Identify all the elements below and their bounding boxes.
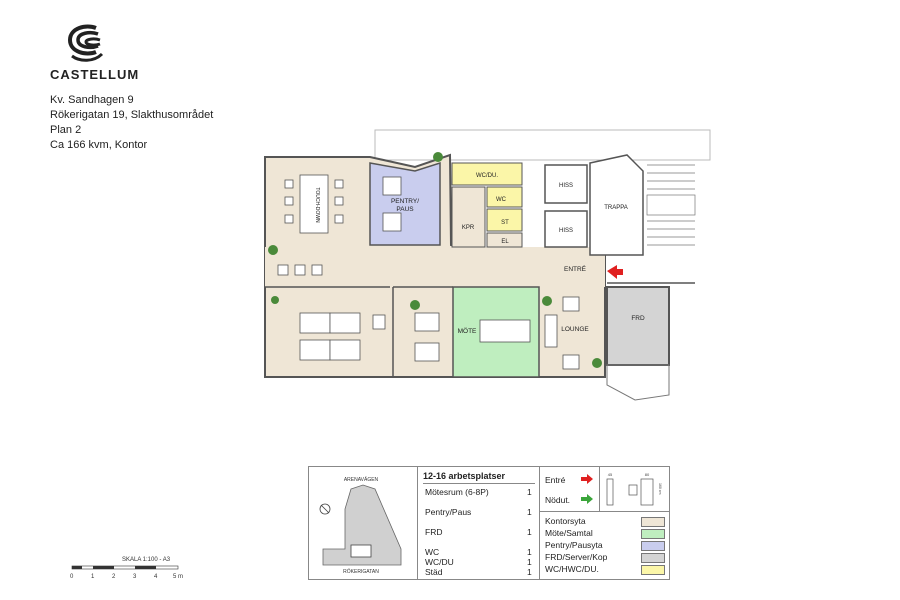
label-touchdown: TOUCH-DOWN [314,187,320,223]
frd-bay [606,364,670,401]
swatch-wc [641,565,665,575]
label-hiss-1: HISS [559,183,573,189]
count-label-5: WC/DU [425,557,454,567]
label-el: EL [501,239,509,245]
legend-panel: ARENAVÄGEN RÖKERIGATAN 12-16 arbetsplats… [308,466,670,580]
scale-tick-2: 2 [112,574,116,580]
scale-tick-3: 3 [133,574,137,580]
entry-arrow-icon [581,474,593,484]
area-label-wc: WC/HWC/DU. [545,564,599,574]
legend-divider [417,467,418,579]
meeting-table [479,319,531,343]
brand-name: CASTELLUM [50,67,140,82]
exit-arrow-icon [581,494,593,504]
count-value-3: 1 [527,527,532,537]
count-label-6: Städ [425,567,443,577]
room-wc [486,186,523,208]
floor-plan: PENTRY/ PAUS WC/DU. WC ST EL KPR HISS HI… [264,129,711,401]
room-st [486,208,523,232]
label-st: ST [501,220,509,226]
entry-arrow-icon [607,265,623,279]
count-label-4: WC [425,547,440,557]
scale-bar [71,565,179,570]
room-frd [606,286,670,366]
keyplan-building [322,484,402,566]
label-entre: ENTRÉ [564,264,587,273]
count-label-1: Mötesrum (6-8P) [425,487,489,497]
scale-tick-1: 1 [91,574,95,580]
room-el [486,232,523,248]
castellum-logo-icon [67,24,104,62]
label-wc-du: WC/DU. [476,173,498,179]
scale-title: SKALA 1:100 - A3 [122,557,171,563]
label-hiss-2: HISS [559,228,573,234]
scale-tick-5: 5 m [173,574,184,580]
building-outline [374,129,711,161]
key-plan: ARENAVÄGEN RÖKERIGATAN [319,476,402,575]
scale-tick-4: 4 [154,574,158,580]
scale-tick-0: 0 [70,574,74,580]
exit-label: Nödut. [545,495,571,505]
office-desks [299,312,440,362]
lounge-furniture [544,296,580,370]
label-wc: WC [496,197,507,203]
label-pentry-2: PAUS [396,206,414,213]
address-block: Kv. Sandhagen 9 Rökerigatan 19, Slakthus… [50,93,213,153]
count-label-2: Pentry/Paus [425,507,472,517]
count-value-2: 1 [527,507,532,517]
area-label-frd: FRD/Server/Kop [545,552,608,562]
label-lounge: LOUNGE [561,326,589,333]
swatch-mote [641,529,665,539]
area-label-mote: Möte/Samtal [545,528,593,538]
keyplan-north-street: ARENAVÄGEN [344,476,379,483]
dim-label-45: 45 [608,472,613,477]
legend-divider [599,467,600,511]
room-trappa [589,154,644,256]
room-wc-du [451,162,523,186]
address-line-3: Plan 2 [50,124,82,136]
address-line-4: Ca 166 kvm, Kontor [50,139,148,151]
keyplan-south-street: RÖKERIGATAN [343,568,379,575]
workplaces-title: 12-16 arbetsplatser [423,471,506,481]
swatch-frd [641,553,665,563]
legend-divider [539,467,540,579]
count-label-3: FRD [425,527,443,537]
label-frd: FRD [631,315,645,322]
plant-icon [268,152,602,368]
swatch-pentry [641,541,665,551]
area-label-pentry: Pentry/Pausyta [545,540,603,550]
furniture-dimension-icon: 45 80 160 cm [606,472,662,506]
swatch-kontorsyta [641,517,665,527]
room-hiss-2 [544,210,588,248]
label-pentry-1: PENTRY/ [391,198,419,205]
keyplan-highlight [350,544,372,558]
pentry-tables [382,176,402,232]
count-value-1: 1 [527,487,532,497]
count-value-4: 1 [527,547,532,557]
address-line-2: Rökerigatan 19, Slakthusområdet [50,109,214,121]
room-kpr [451,186,486,248]
touchdown-desks [277,174,344,276]
entry-label: Entré [545,475,566,485]
count-value-6: 1 [527,567,532,577]
dim-label-160: 160 cm [658,483,662,495]
stair-treads [646,164,696,246]
compass-icon [319,503,331,515]
label-trappa: TRAPPA [604,205,628,211]
legend-rule [539,511,669,512]
count-value-5: 1 [527,557,532,567]
address-line-1: Kv. Sandhagen 9 [50,94,134,106]
legend-rule [423,483,535,484]
dim-label-80: 80 [645,472,650,477]
room-hiss-1 [544,164,588,204]
area-label-kontorsyta: Kontorsyta [545,516,586,526]
label-kpr: KPR [462,225,475,231]
label-mote: MÖTE [458,327,477,335]
